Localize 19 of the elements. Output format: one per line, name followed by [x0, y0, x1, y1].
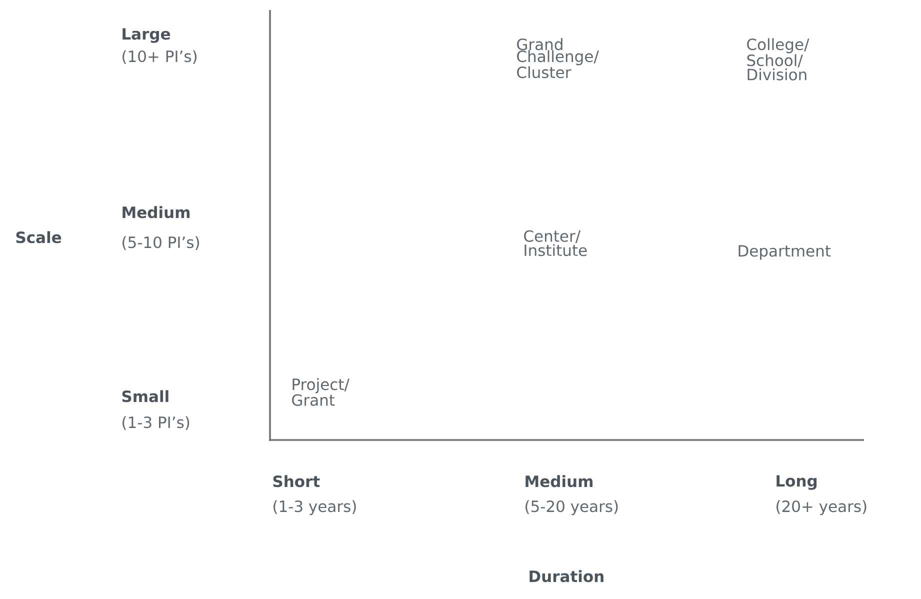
- duration-level: Medium: [526, 475, 592, 488]
- unit-label: Grand Challenge/ Cluster: [517, 38, 599, 78]
- scale-range: (1-3 PI’s): [122, 416, 190, 430]
- duration-range: (20+ years): [776, 500, 866, 516]
- duration-level: Long: [776, 475, 817, 490]
- scale-range: (10+ PI’s): [122, 50, 197, 64]
- duration-level: Short: [273, 475, 320, 488]
- unit-label: College/ School/ Division: [747, 38, 810, 80]
- unit-label: Department: [738, 245, 831, 260]
- duration-range: (5-20 years): [526, 500, 618, 516]
- scale-level: Large: [122, 28, 170, 43]
- scale-level: Small: [122, 390, 168, 402]
- axis-title: Duration: [530, 570, 604, 582]
- unit-label: Center/ Institute: [524, 230, 587, 256]
- duration-range: (1-3 years): [274, 500, 356, 516]
- unit-label: Project/ Grant: [292, 378, 350, 406]
- scale-level: Medium: [122, 206, 190, 218]
- scale-range: (5-10 PI’s): [122, 236, 199, 250]
- axis-title: Scale: [16, 231, 62, 244]
